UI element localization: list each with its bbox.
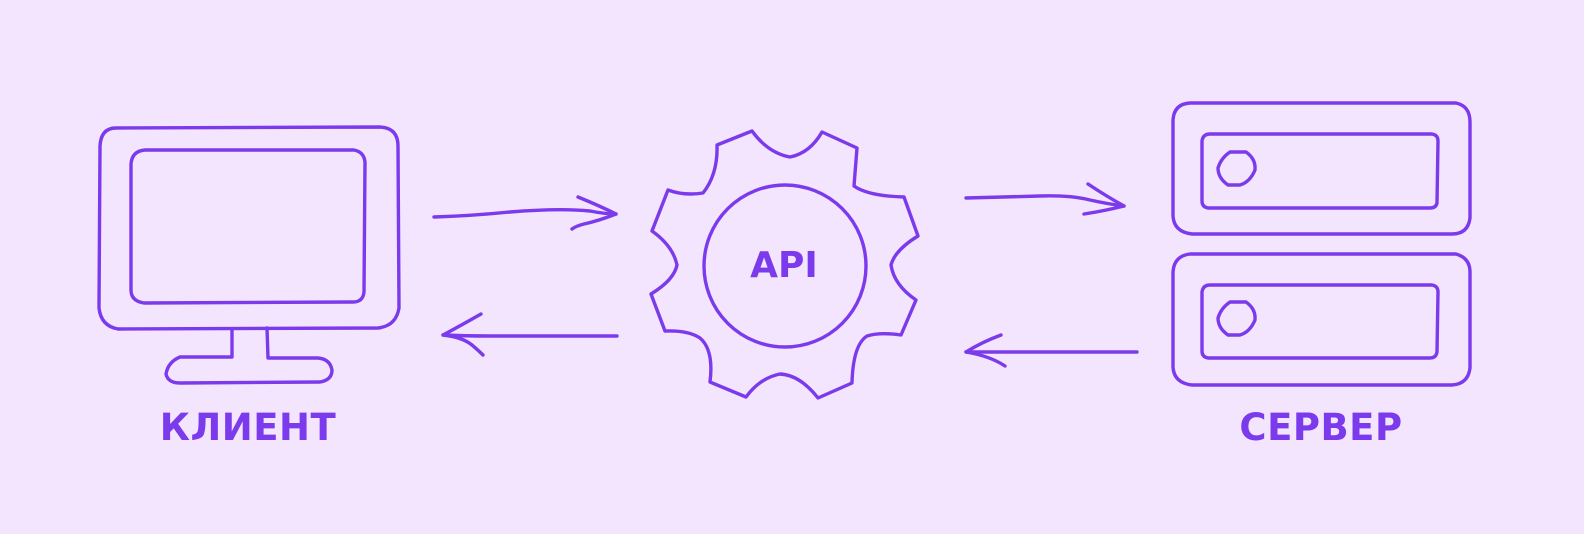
gear-icon — [649, 129, 920, 400]
api-label: API — [750, 245, 818, 286]
arrow-server-to-api-icon — [964, 333, 1139, 368]
server-icon — [1171, 101, 1472, 387]
arrow-api-to-server-icon — [964, 182, 1126, 216]
arrow-client-to-api-icon — [432, 195, 618, 231]
client-label: КЛИЕНТ — [160, 406, 337, 449]
monitor-icon — [97, 125, 401, 385]
arrow-api-to-client-icon — [441, 312, 619, 357]
server-label: СЕРВЕР — [1239, 406, 1402, 449]
